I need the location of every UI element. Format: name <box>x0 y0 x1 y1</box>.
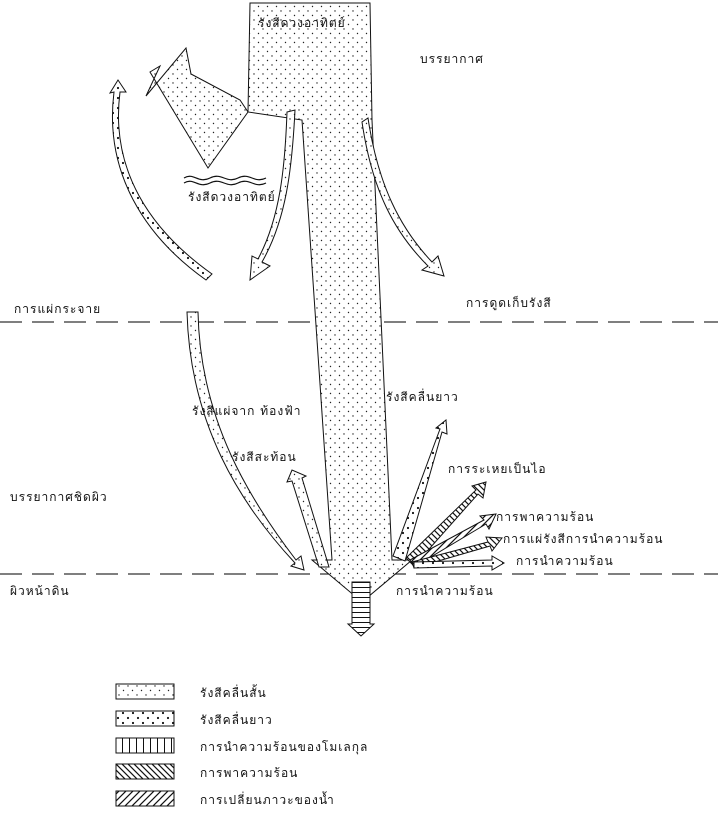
incoming-solar-arrow <box>248 3 412 602</box>
reflected-solar-arrow <box>146 48 248 168</box>
label-longwave: รังสีคลื่นยาว <box>386 388 459 407</box>
label-solar-top: รังสีดวงอาทิตย์ <box>258 14 346 33</box>
label-conduction-right: การนำความร้อน <box>516 552 614 571</box>
legend-swatch-vertical-lines <box>116 738 174 753</box>
label-convection: การพาความร้อน <box>496 508 594 527</box>
label-evaporation: การระเหยเป็นไอ <box>448 460 547 479</box>
label-absorption: การดูดเก็บรังสี <box>466 294 552 313</box>
label-scattering: การแผ่กระจาย <box>14 300 101 319</box>
legend-swatch-fine-dots <box>116 684 174 699</box>
label-radiative-conduction: การแผ่รังสีการนำความร้อน <box>503 530 664 549</box>
label-sky-radiation: รังสีแผ่จาก ท้องฟ้า <box>192 402 301 421</box>
legend-swatch-diagonal-down <box>116 764 174 779</box>
legend-label-vertical-lines: การนำความร้อนของโมเลกุล <box>200 738 368 757</box>
reflected-radiation-arrow <box>287 470 329 567</box>
evaporation-arrow <box>393 420 447 561</box>
legend-label-fine-dots: รังสีคลื่นสั้น <box>200 684 267 703</box>
label-reflected: รังสีสะท้อน <box>232 448 297 467</box>
legend-label-diagonal-up: การเปลี่ยนภาวะของน้ำ <box>200 791 335 810</box>
reflection-wave <box>184 176 266 179</box>
label-solar-reflected: รังสีดวงอาทิตย์ <box>188 188 276 207</box>
legend-swatches <box>116 684 174 806</box>
label-ground-surface: ผิวหน้าดิน <box>10 582 70 601</box>
label-conduction-ground: การนำความร้อน <box>396 582 494 601</box>
legend-label-diagonal-down: การพาความร้อน <box>200 764 298 783</box>
ground-conduction-arrow <box>348 582 374 636</box>
label-near-surface: บรรยากาศชิดผิว <box>10 488 108 507</box>
legend-label-coarse-dots: รังสีคลื่นยาว <box>200 711 273 730</box>
legend-swatch-diagonal-up <box>116 791 174 806</box>
label-atmosphere: บรรยากาศ <box>420 50 484 69</box>
sky-radiation-arrow <box>187 312 304 570</box>
legend-swatch-coarse-dots <box>116 711 174 726</box>
